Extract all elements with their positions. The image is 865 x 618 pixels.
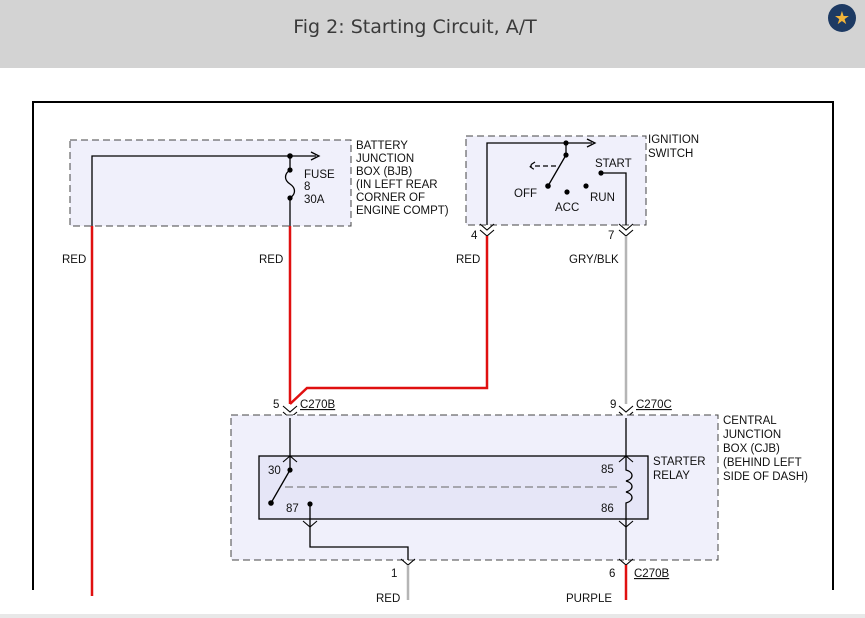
wire-bottom-left-label: RED	[376, 593, 400, 605]
svg-text:SWITCH: SWITCH	[648, 148, 693, 160]
svg-text:BOX (CJB): BOX (CJB)	[723, 443, 780, 455]
ignition-rotation-arrow-icon	[527, 161, 556, 171]
c270c-pin-label: 9	[610, 399, 616, 411]
relay-pin86-label: 86	[601, 503, 614, 515]
wire-ignition-out-label: GRY/BLK	[569, 254, 619, 266]
ignition-off-label: OFF	[514, 188, 537, 200]
wiring-diagram: FUSE 8 30A BATTERY JUNCTION BOX (BJB) (I…	[32, 101, 834, 605]
relay-pin87-label: 87	[286, 503, 299, 515]
fuse-icon	[284, 156, 296, 226]
favorite-button[interactable]: ★	[828, 4, 856, 32]
relay-pin30-label: 30	[268, 465, 281, 477]
c270b-label: C270B	[300, 399, 335, 411]
svg-text:ENGINE COMPT): ENGINE COMPT)	[356, 205, 449, 217]
bottom-pin6-label: 6	[609, 568, 615, 580]
ignition-pin7-connector-icon	[618, 223, 634, 237]
wire-ignition-red	[289, 236, 489, 405]
diagram-frame	[32, 101, 834, 590]
svg-text:RELAY: RELAY	[653, 470, 690, 482]
relay-pin85-label: 85	[601, 464, 614, 476]
wire-fuse-label: RED	[259, 254, 283, 266]
ignition-acc-label: ACC	[555, 202, 579, 214]
ignition-switch-label: IGNITION SWITCH	[648, 134, 699, 160]
ignition-pin4-label: 4	[471, 230, 478, 242]
relay-coil-icon	[625, 456, 633, 519]
svg-text:BATTERY: BATTERY	[356, 140, 408, 152]
cjb-label: CENTRAL JUNCTION BOX (CJB) (BEHIND LEFT …	[723, 415, 808, 483]
header-bar: Fig 2: Starting Circuit, A/T ★	[0, 0, 865, 68]
svg-text:IGNITION: IGNITION	[648, 134, 699, 146]
bottom-scroll-edge	[0, 614, 865, 618]
svg-text:CENTRAL: CENTRAL	[723, 415, 777, 427]
ignition-run-label: RUN	[590, 192, 615, 204]
bjb-box	[69, 139, 352, 227]
star-icon: ★	[833, 8, 851, 28]
svg-text:(BEHIND LEFT: (BEHIND LEFT	[723, 457, 802, 469]
ignition-pin4-connector-icon	[479, 223, 495, 237]
ignition-pin7-label: 7	[608, 230, 614, 242]
bottom-connector-label: C270B	[634, 568, 669, 580]
svg-text:SIDE OF DASH): SIDE OF DASH)	[723, 471, 808, 483]
svg-text:JUNCTION: JUNCTION	[723, 429, 781, 441]
svg-text:8: 8	[304, 181, 310, 193]
relay-contact-arm	[270, 469, 291, 504]
starter-relay-label: STARTER RELAY	[653, 456, 706, 482]
page-title: Fig 2: Starting Circuit, A/T	[293, 16, 537, 38]
svg-text:CORNER OF: CORNER OF	[356, 192, 425, 204]
svg-text:(IN LEFT REAR: (IN LEFT REAR	[356, 179, 438, 191]
wire-left-label: RED	[62, 254, 86, 266]
wire-ignition-in-label: RED	[456, 254, 480, 266]
bjb-arrow-icon	[310, 151, 321, 161]
svg-text:JUNCTION: JUNCTION	[356, 153, 414, 165]
fuse-label: FUSE 8 30A	[304, 169, 335, 206]
ignition-start-label: START	[595, 158, 632, 170]
c270b-pin-label: 5	[273, 399, 279, 411]
svg-text:BOX (BJB): BOX (BJB)	[356, 166, 412, 178]
wire-bottom-right-label: PURPLE	[566, 593, 612, 605]
ignition-feed	[486, 142, 592, 225]
bottom-pin1-label: 1	[391, 568, 397, 580]
svg-text:FUSE: FUSE	[304, 169, 335, 181]
bjb-label: BATTERY JUNCTION BOX (BJB) (IN LEFT REAR…	[356, 140, 449, 217]
ignition-contact-arm	[547, 154, 567, 187]
ignition-arrow-icon	[586, 138, 597, 148]
ignition-switch-box	[465, 135, 647, 226]
c270c-label: C270C	[636, 399, 672, 411]
bjb-busbar	[91, 155, 316, 226]
svg-text:30A: 30A	[304, 194, 325, 206]
svg-text:STARTER: STARTER	[653, 456, 706, 468]
